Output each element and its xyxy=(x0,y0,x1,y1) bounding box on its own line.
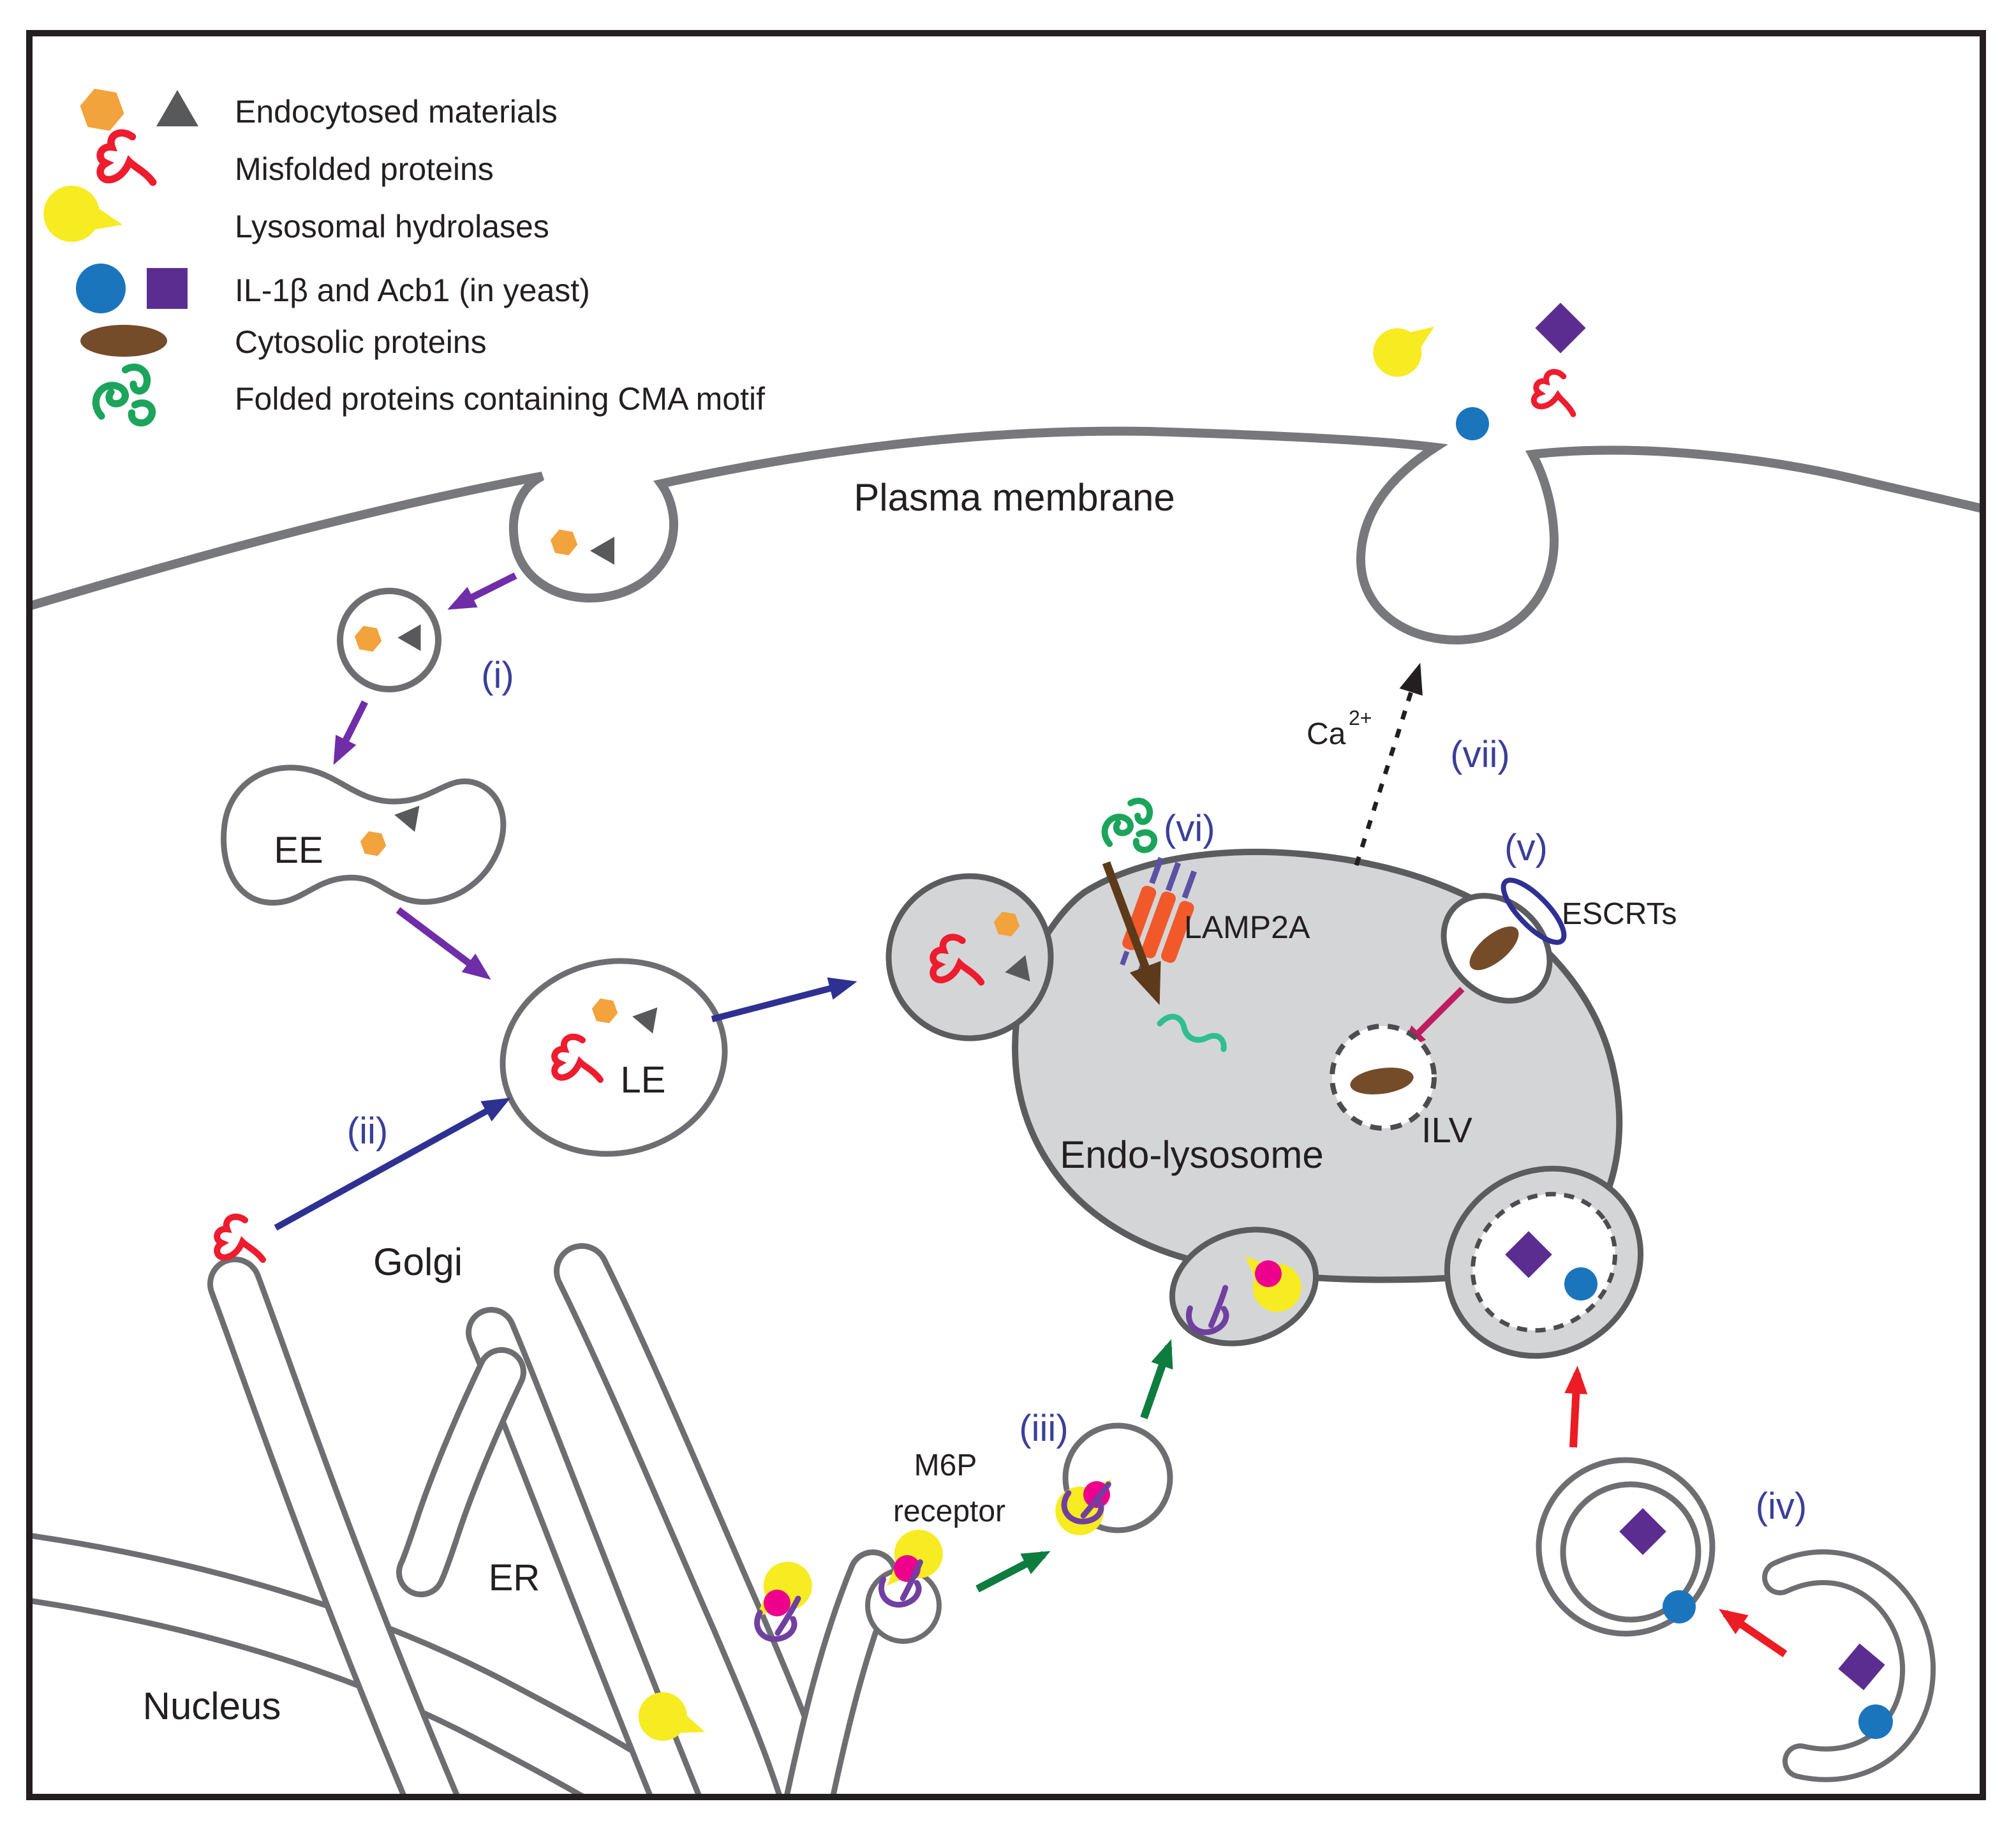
blue-circle-icon xyxy=(76,264,126,313)
ilv-label: ILV xyxy=(1421,1110,1473,1150)
nucleus-envelope-lumen xyxy=(33,1539,691,1794)
arrow-cma-translocation xyxy=(1102,861,1161,1005)
arrow-autophagosome-to-endolysosome xyxy=(1564,1366,1588,1448)
step-vii-label: (vii) xyxy=(1450,734,1509,775)
il1b-cargo-icon xyxy=(1858,1704,1893,1739)
legend-item-il1b-acb1: IL-1β and Acb1 (in yeast) xyxy=(76,264,590,313)
endolysosome-hydrolase-bud xyxy=(1169,1227,1319,1346)
legend-item-folded-cma-proteins: Folded proteins containing CMA motif xyxy=(96,367,765,422)
phagophore-lumen xyxy=(1767,1554,1931,1777)
late-endosome-label: LE xyxy=(621,1059,666,1101)
endo-lysosome-label: Endo-lysosome xyxy=(1060,1133,1324,1176)
legend-item-lysosomal-hydrolases: Lysosomal hydrolases xyxy=(38,180,549,253)
brown-oval-icon xyxy=(80,325,167,357)
arrow-le-to-endolysosome xyxy=(711,977,857,1022)
golgi-label: Golgi xyxy=(373,1241,463,1283)
legend-item-endocytosed-materials: Endocytosed materials xyxy=(80,89,558,131)
m6p-tag-icon xyxy=(1255,1260,1282,1287)
il1b-cargo-icon xyxy=(1564,1267,1597,1301)
escrt-ring-icon xyxy=(1501,877,1567,945)
step-ii-label: (ii) xyxy=(347,1110,388,1152)
arrow-phagophore-to-autophagosome xyxy=(1719,1609,1788,1657)
unfolded-cma-substrate-icon xyxy=(1157,1013,1227,1052)
er-tubule-lumen xyxy=(402,1353,521,1592)
step-i-label: (i) xyxy=(481,655,514,696)
legend-label: IL-1β and Acb1 (in yeast) xyxy=(235,272,590,308)
golgi-stack-lumen xyxy=(213,1262,454,1794)
legend-label: Cytosolic proteins xyxy=(235,324,487,360)
arrow-lysosomal-exocytosis xyxy=(1354,662,1423,867)
nucleus-label: Nucleus xyxy=(143,1685,281,1727)
er-label: ER xyxy=(489,1557,540,1599)
arrow-ee-to-le xyxy=(396,907,491,980)
golgi-stack-lumen xyxy=(560,1249,829,1794)
lamp2a-strand xyxy=(1182,870,1197,899)
m6p-receptor-label-line2: receptor xyxy=(893,1495,1005,1528)
calcium-label: Ca xyxy=(1307,717,1346,751)
plasma-membrane-label: Plasma membrane xyxy=(854,476,1175,519)
early-endosome-label: EE xyxy=(274,830,323,871)
arrow-vesicle-to-ee xyxy=(333,700,368,765)
purple-square-icon xyxy=(147,268,188,309)
legend-label: Misfolded proteins xyxy=(235,151,494,187)
lamp2a-bar xyxy=(1141,891,1176,958)
acb1-cargo-icon xyxy=(1505,1231,1552,1278)
step-vi-label: (vi) xyxy=(1164,808,1215,849)
step-iii-label: (iii) xyxy=(1019,1408,1068,1449)
endocytic-vesicle xyxy=(337,588,441,692)
m6p-tag-icon xyxy=(764,1590,790,1616)
cytosolic-protein-icon xyxy=(1469,926,1519,971)
acb1-cargo-icon xyxy=(1619,1508,1666,1555)
er-tubule-lumen xyxy=(790,1555,893,1794)
legend: Endocytosed materials Misfolded proteins… xyxy=(38,89,765,423)
calcium-superscript: 2+ xyxy=(1349,706,1372,729)
legend-item-misfolded-proteins: Misfolded proteins xyxy=(100,133,494,187)
legend-label: Endocytosed materials xyxy=(235,94,558,130)
arrow-pit-to-vesicle xyxy=(447,572,517,610)
lamp2a-strand xyxy=(1120,950,1130,966)
endolysosome-fusion-bud xyxy=(886,873,1054,1041)
arrow-misfolded-to-le xyxy=(274,1098,511,1231)
m6p-receptor-label-line1: M6P xyxy=(914,1449,977,1482)
figure-border xyxy=(26,30,1986,1800)
lamp2a-strand xyxy=(1165,861,1182,891)
escrts-label: ESCRTs xyxy=(1562,897,1677,931)
legend-label: Folded proteins containing CMA motif xyxy=(235,381,765,417)
autophagosome-inner-membrane xyxy=(1560,1481,1701,1623)
acb1-cargo-icon xyxy=(1838,1643,1885,1690)
cytosolic-protein-icon xyxy=(1350,1068,1414,1094)
lamp2a-channel-icon xyxy=(1120,856,1197,974)
legend-label: Lysosomal hydrolases xyxy=(235,209,549,244)
golgi-er-tubules xyxy=(207,1243,942,1794)
plasma-membrane xyxy=(33,426,1980,645)
late-endosome xyxy=(500,958,728,1157)
secreted-il1b-icon xyxy=(1456,407,1489,440)
lamp2a-label: LAMP2A xyxy=(1184,909,1310,945)
lamp2a-strand xyxy=(1149,856,1164,884)
lamp2a-bar xyxy=(1160,900,1194,963)
hydrolase-m6p-pair xyxy=(739,1551,822,1639)
il1b-cargo-icon xyxy=(1663,1590,1696,1623)
arrow-golgi-to-vesicle xyxy=(975,1551,1051,1593)
nucleus-envelope xyxy=(33,1533,700,1794)
step-v-label: (v) xyxy=(1504,827,1548,869)
early-endosome xyxy=(221,764,507,906)
hydrolase-m6p-pair xyxy=(870,1519,953,1606)
legend-item-cytosolic-proteins: Cytosolic proteins xyxy=(80,324,487,360)
step-iv-label: (iv) xyxy=(1756,1486,1807,1527)
arrow-vesicle-to-endolysosome xyxy=(1140,1339,1173,1419)
